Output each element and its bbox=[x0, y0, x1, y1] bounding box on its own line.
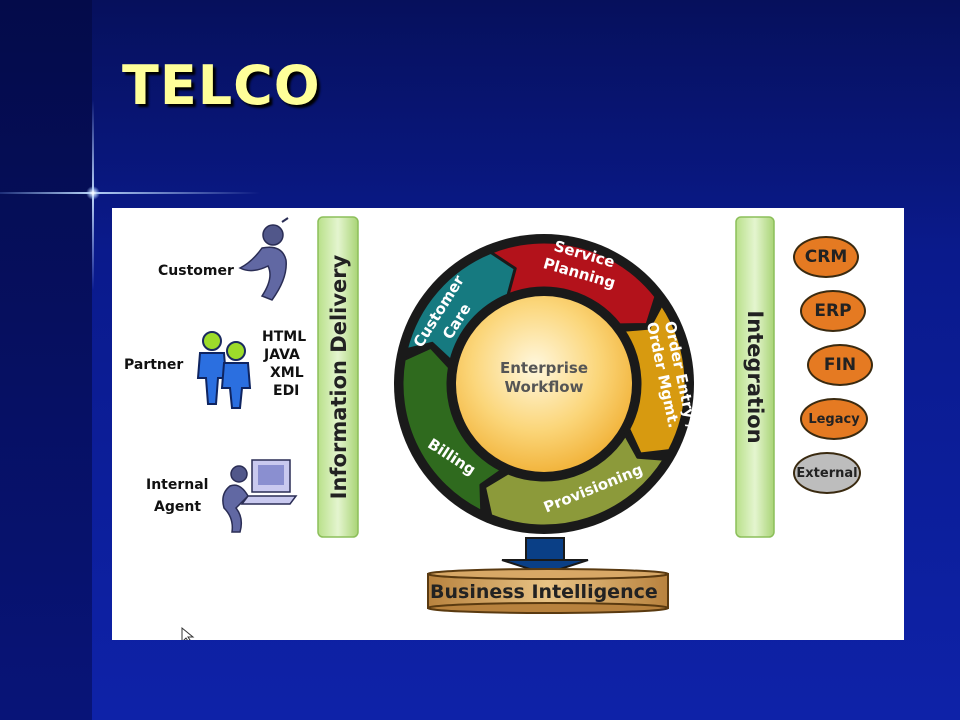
actor-label-customer: Customer bbox=[158, 263, 234, 279]
light-flare-horizontal bbox=[0, 192, 260, 194]
diagram-graphics: Enterprise Workflow Service Planning Ord… bbox=[181, 216, 775, 640]
enterprise-workflow-center bbox=[456, 296, 632, 472]
actor-label-agent: Agent bbox=[154, 499, 202, 515]
system-external-label: External bbox=[796, 465, 858, 481]
format-java: JAVA bbox=[264, 347, 300, 363]
actor-label-partner: Partner bbox=[124, 357, 184, 373]
system-crm-label: CRM bbox=[804, 247, 848, 267]
format-html: HTML bbox=[262, 329, 307, 345]
format-xml: XML bbox=[270, 365, 304, 381]
diagram-panel: Enterprise Workflow Service Planning Ord… bbox=[112, 208, 904, 640]
center-label-line1: Enterprise bbox=[500, 359, 588, 377]
integration-bar bbox=[735, 216, 775, 538]
cycle-segments bbox=[400, 240, 688, 528]
cycle-segment-provisioning bbox=[483, 433, 666, 528]
system-legacy: Legacy bbox=[800, 398, 868, 440]
integration-label: Integration bbox=[743, 310, 767, 443]
business-intelligence-label: Business Intelligence bbox=[430, 581, 658, 603]
system-fin: FIN bbox=[807, 344, 873, 386]
system-crm: CRM bbox=[793, 236, 859, 278]
business-intelligence-drum bbox=[427, 568, 669, 614]
cycle-segment-order-entry bbox=[622, 303, 688, 456]
cycle-segment-service-planning bbox=[489, 240, 658, 327]
internal-agent-figure-icon bbox=[222, 459, 298, 533]
customer-figure-icon bbox=[238, 217, 289, 301]
partner-figure-icon bbox=[196, 331, 252, 409]
center-label-line2: Workflow bbox=[505, 378, 584, 396]
cycle-segment-billing bbox=[400, 345, 504, 514]
slide-left-band bbox=[0, 0, 92, 720]
information-delivery-bar bbox=[317, 216, 359, 538]
system-erp: ERP bbox=[800, 290, 866, 332]
light-flare-center bbox=[86, 186, 100, 200]
format-edi: EDI bbox=[273, 383, 300, 399]
slide-title: TELCO bbox=[122, 54, 321, 117]
mouse-cursor-icon bbox=[181, 626, 195, 640]
information-delivery-label: Information Delivery bbox=[327, 254, 351, 499]
system-erp-label: ERP bbox=[814, 301, 852, 321]
system-fin-label: FIN bbox=[823, 355, 857, 375]
system-legacy-label: Legacy bbox=[808, 411, 860, 427]
cycle-segment-customer-care bbox=[404, 250, 517, 363]
system-external: External bbox=[793, 452, 861, 494]
down-arrow-icon bbox=[501, 537, 589, 576]
actor-label-internal: Internal bbox=[146, 477, 209, 493]
